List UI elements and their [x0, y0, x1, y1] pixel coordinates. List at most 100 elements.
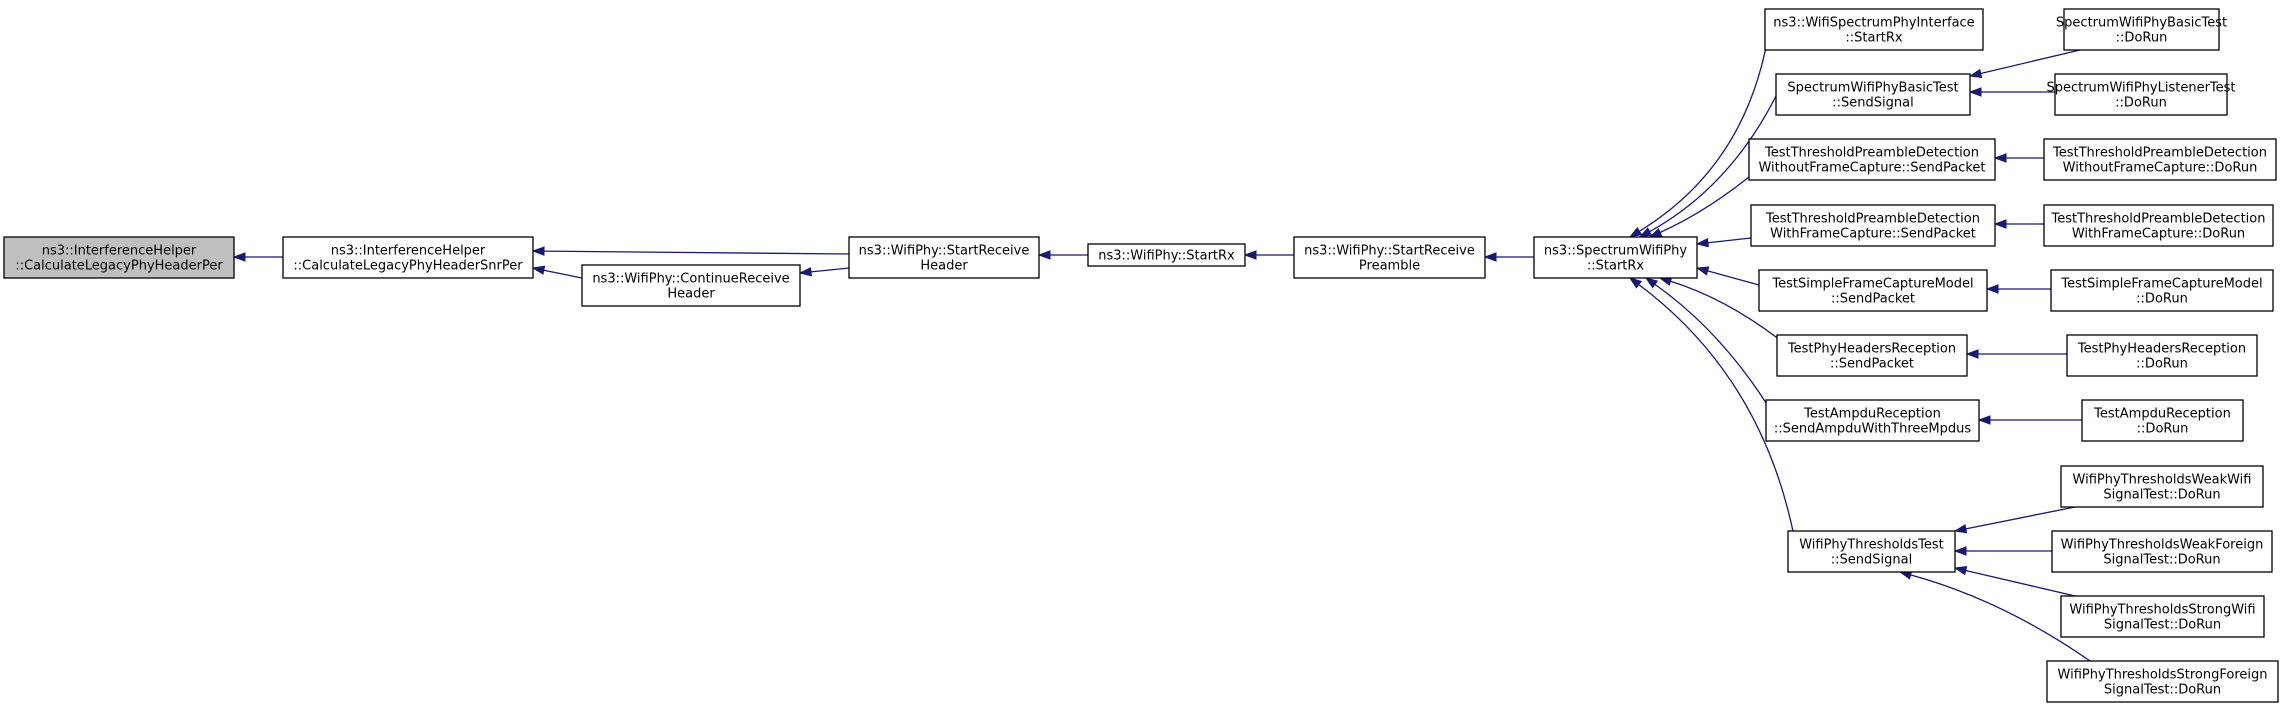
edges-layer	[232, 23, 2091, 662]
graph-node-n11[interactable]: TestSimpleFrameCaptureModel::SendPacket	[1758, 269, 1988, 312]
node-label-line: Header	[920, 259, 968, 274]
graph-node-n23[interactable]: WifiPhyThresholdsWeakForeignSignalTest::…	[2051, 530, 2273, 573]
node-box	[1775, 73, 1971, 116]
edge-line	[1639, 23, 1771, 232]
graph-node-n25[interactable]: WifiPhyThresholdsStrongForeignSignalTest…	[2046, 660, 2279, 703]
node-label-line: ::DoRun	[2136, 357, 2188, 372]
node-label-line: ::SendSignal	[1831, 553, 1912, 568]
arrowhead	[232, 252, 246, 262]
node-box	[1533, 236, 1698, 279]
node-label-line: ns3::WifiPhy::StartRx	[1098, 249, 1235, 264]
node-label-line: WifiPhyThresholdsStrongForeign	[2058, 668, 2268, 683]
graph-node-n9[interactable]: TestThresholdPreambleDetectionWithoutFra…	[1748, 138, 1996, 181]
node-label-line: ::CalculateLegacyPhyHeaderSnrPer	[293, 259, 523, 274]
node-label-line: WithFrameCapture::SendPacket	[1770, 227, 1976, 242]
graph-node-n12[interactable]: TestPhyHeadersReception::SendPacket	[1776, 334, 1968, 377]
node-label-line: WifiPhyThresholdsTest	[1799, 538, 1944, 553]
graph-node-n6[interactable]: ns3::SpectrumWifiPhy::StartRx	[1533, 236, 1698, 279]
arrowhead	[1993, 153, 2007, 163]
arrowhead	[1644, 277, 1659, 289]
arrowhead	[1243, 250, 1257, 260]
graph-node-n19[interactable]: TestSimpleFrameCaptureModel::DoRun	[2050, 269, 2274, 312]
node-label-line: ns3::InterferenceHelper	[42, 244, 197, 259]
graph-node-n4[interactable]: ns3::WifiPhy::StartRx	[1087, 243, 1246, 267]
arrowhead	[1977, 415, 1991, 425]
graph-node-n0[interactable]: ns3::InterferenceHelper::CalculateLegacy…	[3, 236, 235, 279]
edge-line	[1659, 167, 1761, 234]
graph-node-n7[interactable]: ns3::WifiSpectrumPhyInterface::StartRx	[1764, 8, 1984, 51]
node-box	[1087, 243, 1246, 267]
node-box	[2063, 8, 2220, 51]
node-box	[1764, 8, 1984, 51]
edge-n8-to-n6	[1638, 95, 1777, 238]
edge-n22-to-n14	[1953, 506, 2076, 534]
graph-node-n1[interactable]: ns3::InterferenceHelper::CalculateLegacy…	[282, 236, 534, 279]
edge-line	[543, 250, 850, 255]
edge-n11-to-n6	[1695, 266, 1760, 286]
node-label-line: TestThresholdPreambleDetection	[2051, 212, 2266, 227]
node-label-line: ns3::WifiPhy::StartReceive	[859, 244, 1030, 259]
arrowhead	[1628, 226, 1643, 238]
node-label-line: TestThresholdPreambleDetection	[1765, 212, 1980, 227]
node-label-line: SignalTest::DoRun	[2104, 618, 2221, 633]
node-box	[2081, 399, 2244, 442]
edge-line	[1965, 506, 2076, 530]
graph-node-n10[interactable]: TestThresholdPreambleDetectionWithFrameC…	[1750, 204, 1996, 247]
node-label-line: ns3::SpectrumWifiPhy	[1544, 244, 1687, 259]
edge-n10-to-n6	[1695, 237, 1752, 248]
node-box	[1758, 269, 1988, 312]
node-label-line: ::SendSignal	[1832, 96, 1913, 111]
node-label-line: ns3::WifiPhy::StartReceive	[1304, 244, 1475, 259]
node-label-line: WifiPhyThresholdsWeakWifi	[2073, 473, 2252, 488]
node-label-line: TestPhyHeadersReception	[2077, 342, 2246, 357]
arrowhead	[1695, 266, 1710, 276]
edge-line	[1965, 569, 2076, 597]
node-label-line: ::DoRun	[2116, 31, 2168, 46]
node-label-line: SignalTest::DoRun	[2103, 553, 2220, 568]
node-label-line: ns3::WifiSpectrumPhyInterface	[1773, 16, 1974, 31]
edge-n13-to-n6	[1644, 277, 1771, 410]
node-label-line: TestThresholdPreambleDetection	[1764, 146, 1979, 161]
node-label-line: Header	[667, 287, 715, 302]
graph-node-n13[interactable]: TestAmpduReception::SendAmpduWithThreeMp…	[1765, 399, 1980, 442]
node-label-line: WithFrameCapture::DoRun	[2072, 227, 2245, 242]
node-box	[581, 264, 801, 307]
graph-node-n24[interactable]: WifiPhyThresholdsStrongWifiSignalTest::D…	[2060, 595, 2265, 638]
edge-n18-to-n10	[1993, 219, 2044, 229]
graph-node-n22[interactable]: WifiPhyThresholdsWeakWifiSignalTest::DoR…	[2060, 465, 2264, 508]
edge-n25-to-n14	[1898, 570, 2091, 662]
graph-node-n21[interactable]: TestAmpduReception::DoRun	[2081, 399, 2244, 442]
node-box	[2066, 334, 2258, 377]
node-box	[1748, 138, 1996, 181]
edge-line	[1707, 237, 1752, 244]
graph-node-n20[interactable]: TestPhyHeadersReception::DoRun	[2066, 334, 2258, 377]
node-box	[2050, 269, 2274, 312]
node-label-line: WithoutFrameCapture::DoRun	[2063, 161, 2258, 176]
graph-node-n17[interactable]: TestThresholdPreambleDetectionWithoutFra…	[2043, 138, 2277, 181]
node-label-line: TestThresholdPreambleDetection	[2052, 146, 2267, 161]
graph-node-n14[interactable]: WifiPhyThresholdsTest::SendSignal	[1787, 530, 1956, 573]
arrowhead	[1628, 277, 1643, 289]
edge-n9-to-n6	[1648, 167, 1761, 238]
node-label-line: ::StartRx	[1587, 259, 1645, 274]
node-label-line: TestPhyHeadersReception	[1787, 342, 1956, 357]
arrowhead	[1037, 250, 1051, 260]
node-box	[1765, 399, 1980, 442]
arrowhead	[531, 246, 545, 256]
arrowhead	[531, 265, 546, 275]
edge-n24-to-n14	[1953, 566, 2076, 597]
graph-node-n8[interactable]: SpectrumWifiPhyBasicTest::SendSignal	[1775, 73, 1971, 116]
node-box	[1750, 204, 1996, 247]
graph-node-n16[interactable]: SpectrumWifiPhyListenerTest::DoRun	[2046, 73, 2236, 116]
node-label-line: SignalTest::DoRun	[2104, 683, 2221, 698]
graph-node-n18[interactable]: TestThresholdPreambleDetectionWithFrameC…	[2043, 204, 2274, 247]
node-box	[2043, 204, 2274, 247]
graph-node-n15[interactable]: SpectrumWifiPhyBasicTest::DoRun	[2056, 8, 2227, 51]
edge-n20-to-n12	[1965, 349, 2067, 359]
node-label-line: ns3::InterferenceHelper	[331, 244, 486, 259]
node-label-line: ::DoRun	[2115, 96, 2167, 111]
edge-n17-to-n9	[1993, 153, 2044, 163]
